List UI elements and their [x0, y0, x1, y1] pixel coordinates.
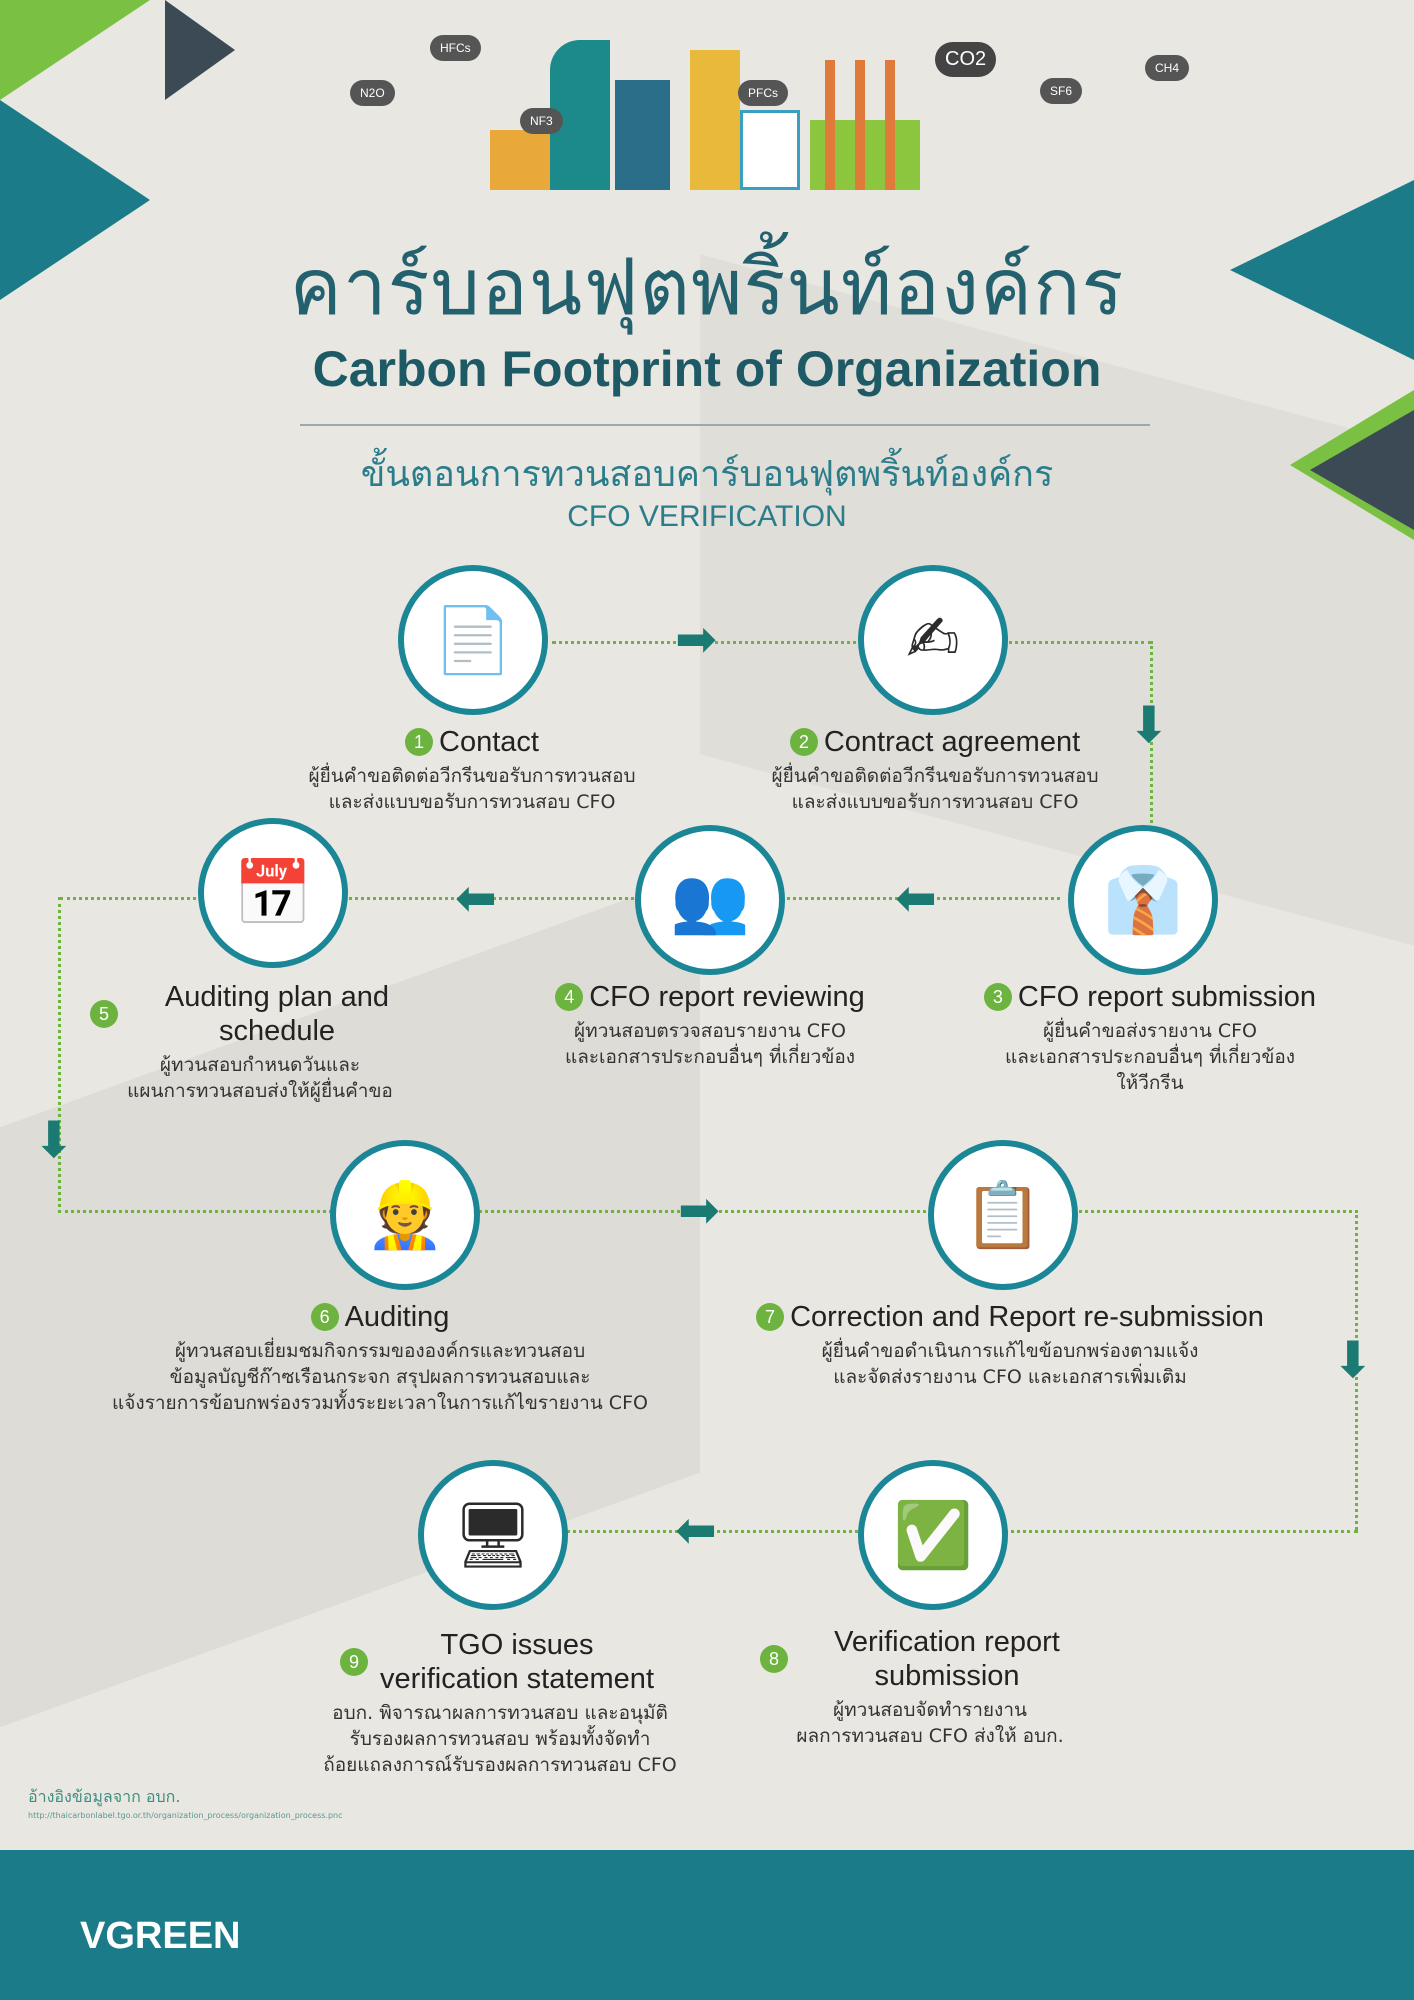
person-signing-icon: ✍	[858, 565, 1008, 715]
engineers-icon: 👷	[330, 1140, 480, 1290]
subtitle-english: CFO VERIFICATION	[567, 500, 847, 533]
step-title: Auditing	[344, 1301, 450, 1333]
step-desc: ผลการทวนสอบ CFO ส่งให้ อบก.	[796, 1725, 1064, 1747]
step-number: 2	[789, 728, 818, 756]
decor-triangle	[0, 100, 150, 300]
gas-cloud-hfcs: HFCs	[430, 35, 481, 61]
calendar-clock-icon: 📅	[198, 818, 348, 968]
vgreen-logo: VGREEN	[80, 1915, 241, 1957]
gas-cloud-nf3: NF3	[520, 108, 563, 134]
title-english: Carbon Footprint of Organization	[312, 341, 1102, 397]
decor-triangle	[165, 0, 235, 100]
gas-cloud-sf6: SF6	[1040, 78, 1083, 104]
step-desc: ผู้ยื่นคำขอติดต่อวีกรีนขอรับการทวนสอบ	[308, 765, 636, 787]
discussion-icon: 👥	[635, 825, 785, 975]
city-illustration	[480, 20, 940, 190]
reference-url[interactable]: http://thaicarbonlabel.tgo.or.th/organiz…	[28, 1811, 343, 1820]
arrow-right-icon: ➡	[675, 610, 717, 668]
subtitle-thai: ขั้นตอนการทวนสอบคาร์บอนฟุตพริ้นท์องค์กร	[360, 454, 1054, 495]
step-desc: ผู้ทวนสอบจัดทำรายงาน	[833, 1699, 1027, 1721]
gas-cloud-co2: CO2	[935, 42, 997, 77]
step-desc: และจัดส่งรายงาน CFO และเอกสารเพิ่มเติม	[833, 1366, 1187, 1388]
divider	[300, 424, 1150, 426]
footer-band	[0, 1850, 1414, 2000]
connector	[1150, 641, 1153, 841]
gas-cloud-ch4: CH4	[1145, 55, 1190, 81]
step-title: Correction and Report re-submission	[790, 1301, 1264, 1333]
decor-triangle	[1310, 410, 1414, 530]
step-desc: และส่งแบบขอรับการทวนสอบ CFO	[791, 791, 1079, 813]
step-desc: ข้อมูลบัญชีก๊าซเรือนกระจก สรุปผลการทวนสอ…	[169, 1366, 591, 1388]
step-desc: และเอกสารประกอบอื่นๆ ที่เกี่ยวข้อง	[1004, 1046, 1296, 1068]
step-desc: และเอกสารประกอบอื่นๆ ที่เกี่ยวข้อง	[564, 1046, 856, 1068]
decor-triangle	[0, 0, 150, 100]
step-desc: ผู้ยื่นคำขอส่งรายงาน CFO	[1042, 1020, 1258, 1042]
step-desc: ผู้ทวนสอบเยี่ยมชมกิจกรรมขององค์กรและทวนส…	[174, 1340, 586, 1362]
step-title: Contact	[439, 726, 539, 758]
step-desc: ผู้ทวนสอบกำหนดวันและ	[159, 1054, 361, 1076]
step-number: 8	[760, 1645, 788, 1673]
step-number: 4	[555, 983, 584, 1011]
arrow-left-icon: ⬅	[675, 1501, 717, 1559]
connector	[552, 641, 1152, 644]
step-number: 7	[756, 1303, 785, 1331]
connector	[58, 1210, 1358, 1213]
meeting-icon: 👔	[1068, 825, 1218, 975]
reference-text: อ้างอิงข้อมูลจาก อบก.	[28, 1787, 181, 1806]
step-title: CFO report submission	[1017, 981, 1317, 1013]
step-8: 8 Verification report submission ผู้ทวนสอ…	[760, 1625, 1100, 1749]
step-number: 1	[405, 728, 434, 756]
step-9: 9 TGO issues verification statement อบก. …	[270, 1628, 730, 1778]
step-title: Verification report submission	[834, 1626, 1060, 1692]
checklist-icon: 📋	[928, 1140, 1078, 1290]
document-chart-icon: 📄	[398, 565, 548, 715]
computer-user-icon: 🖥	[418, 1460, 568, 1610]
step-desc: รับรองผลการทวนสอบ พร้อมทั้งจัดทำ	[349, 1728, 651, 1750]
arrow-down-icon: ⬇	[33, 1111, 75, 1169]
step-title: Auditing plan and schedule	[164, 981, 390, 1047]
step-desc: และส่งแบบขอรับการทวนสอบ CFO	[328, 791, 616, 813]
step-desc: อบก. พิจารณาผลการทวนสอบ และอนุมัติ	[332, 1702, 668, 1724]
connector	[1355, 1210, 1358, 1530]
step-desc: ผู้ยื่นคำขอติดต่อวีกรีนขอรับการทวนสอบ	[771, 765, 1099, 787]
step-title: TGO issues verification statement	[379, 1629, 654, 1695]
connector	[60, 897, 1060, 900]
step-desc: ผู้ยื่นคำขอดำเนินการแก้ไขข้อบกพร่องตามแจ…	[821, 1340, 1199, 1362]
arrow-right-icon: ➡	[678, 1181, 720, 1239]
step-desc: ถ้อยแถลงการณ์รับรองผลการทวนสอบ CFO	[323, 1754, 677, 1776]
connector	[58, 897, 61, 1207]
step-desc: แผนการทวนสอบส่งให้ผู้ยื่นคำขอ	[127, 1080, 393, 1102]
step-number: 9	[340, 1648, 368, 1676]
arrow-down-icon: ⬇	[1332, 1331, 1374, 1389]
gas-cloud-n2o: N2O	[350, 80, 395, 106]
step-desc: ให้วีกรีน	[1116, 1072, 1184, 1094]
clipboard-check-icon: ✅	[858, 1460, 1008, 1610]
title-thai: คาร์บอนฟุตพริ้นท์องค์กร	[289, 243, 1125, 333]
arrow-left-icon: ⬅	[455, 869, 497, 927]
decor-triangle	[1230, 180, 1414, 360]
step-desc: ผู้ทวนสอบตรวจสอบรายงาน CFO	[574, 1020, 846, 1042]
step-number: 5	[90, 1000, 118, 1028]
step-desc: แจ้งรายการข้อบกพร่องรวมทั้งระยะเวลาในการ…	[112, 1392, 648, 1414]
step-number: 6	[310, 1303, 339, 1331]
arrow-left-icon: ⬅	[895, 869, 937, 927]
step-title: Contract agreement	[823, 726, 1081, 758]
gas-cloud-pfcs: PFCs	[738, 80, 788, 106]
step-number: 3	[983, 983, 1012, 1011]
step-title: CFO report reviewing	[589, 981, 865, 1013]
step-5: 5 Auditing plan and schedule ผู้ทวนสอบกำห…	[90, 980, 430, 1104]
arrow-down-icon: ⬇	[1128, 696, 1170, 754]
